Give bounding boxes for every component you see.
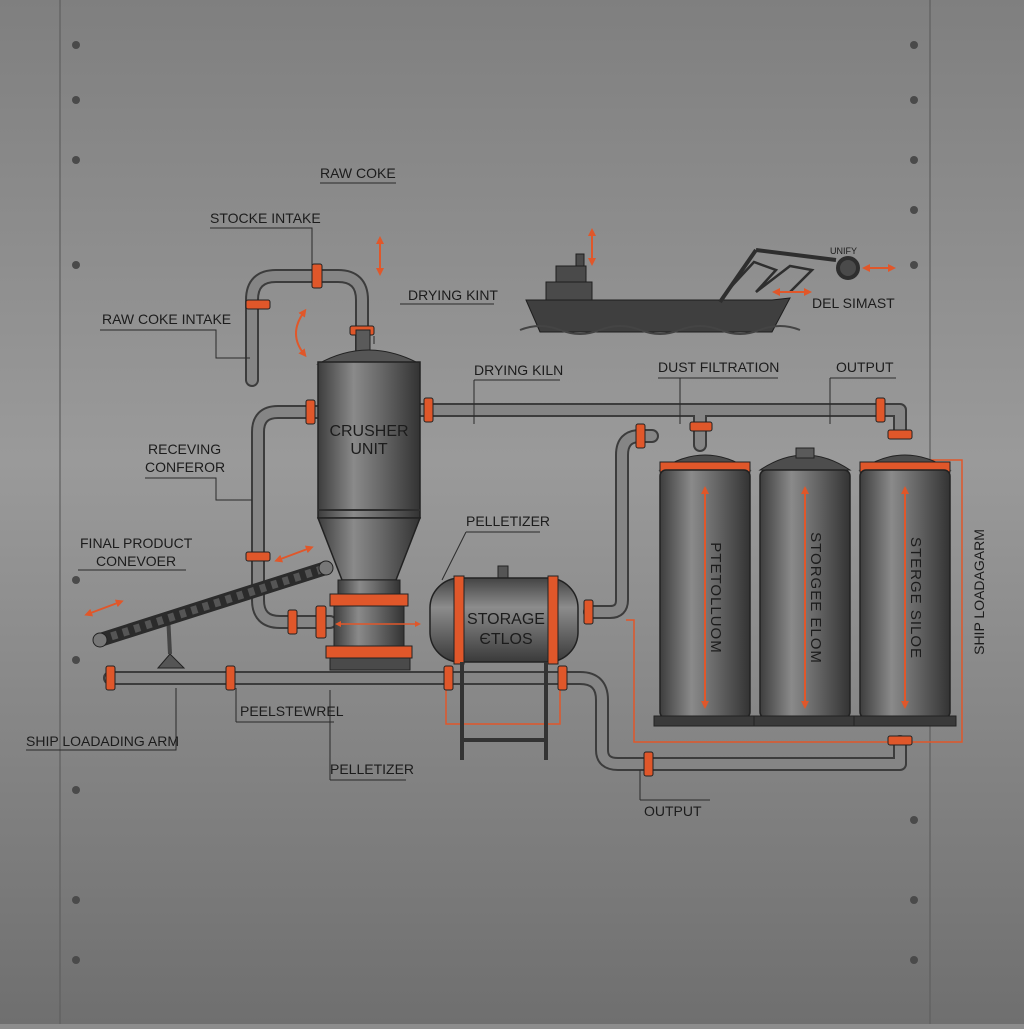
crusher-label-line1: CRUSHER: [329, 423, 408, 440]
loading-crane-icon: [718, 248, 860, 304]
label-drying-kint: DRYING KINT: [408, 287, 498, 303]
label-dust-filtration: DUST FILTRATION: [658, 359, 779, 375]
silo-3-label: STERGE SILOE: [907, 537, 924, 659]
label-del-simast: DEL SIMAST: [812, 295, 895, 311]
label-pelletizer-top: PELLETIZER: [466, 513, 550, 529]
pipe-flanges: [105, 263, 913, 777]
flow-arrow-icon: [84, 228, 896, 627]
label-ship-loading-arm-left: SHIP LOADADING ARM: [26, 733, 179, 749]
final-product-conveyor: [92, 560, 334, 669]
label-receving-line1: RECEVING: [148, 441, 221, 457]
ship-icon: [519, 253, 801, 335]
label-raw-coke-intake: RAW COKE INTAKE: [102, 311, 231, 327]
label-ship-loading-arm-right: SHIP LOADAGARM: [971, 529, 987, 655]
label-output-top: OUTPUT: [836, 359, 894, 375]
label-stocke-intake: STOCKE INTAKE: [210, 210, 321, 226]
silo-1: PTETOLLUOM: [653, 454, 757, 727]
storage-label-line2: ЄTLOS: [479, 631, 532, 648]
silo-2: STORGEE ELOM: [753, 447, 857, 727]
label-peelstewrel: PEELSTEWREL: [240, 703, 344, 719]
label-raw-coke: RAW COKE: [320, 165, 396, 181]
label-unify: UNIFY: [830, 246, 857, 256]
storage-drum: STORAGE ЄTLOS: [429, 565, 579, 760]
process-lines: [445, 459, 963, 743]
silo-3: STERGE SILOE: [853, 454, 957, 727]
label-receving-line2: CONFEROR: [145, 459, 225, 475]
label-final-product-line1: FINAL PRODUCT: [80, 535, 193, 551]
rivet-icon: [72, 41, 918, 964]
label-pelletizer-bottom: PELLETIZER: [330, 761, 414, 777]
label-drying-kiln: DRYING KILN: [474, 362, 563, 378]
storage-label-line1: STORAGE: [467, 611, 545, 628]
diagram-labels: RAW COKE STOCKE INTAKE RAW COKE INTAKE D…: [26, 165, 987, 819]
pipe-network: [103, 269, 907, 771]
label-final-product-line2: CONEVOER: [96, 553, 176, 569]
silo-2-label: STORGEE ELOM: [807, 532, 824, 664]
label-output-bottom: OUTPUT: [644, 803, 702, 819]
leader-lines: [26, 182, 896, 801]
silo-1-label: PTETOLLUOM: [707, 542, 724, 653]
crusher-unit: CRUSHER UNIT: [316, 329, 422, 671]
crusher-label-line2: UNIT: [350, 441, 388, 458]
